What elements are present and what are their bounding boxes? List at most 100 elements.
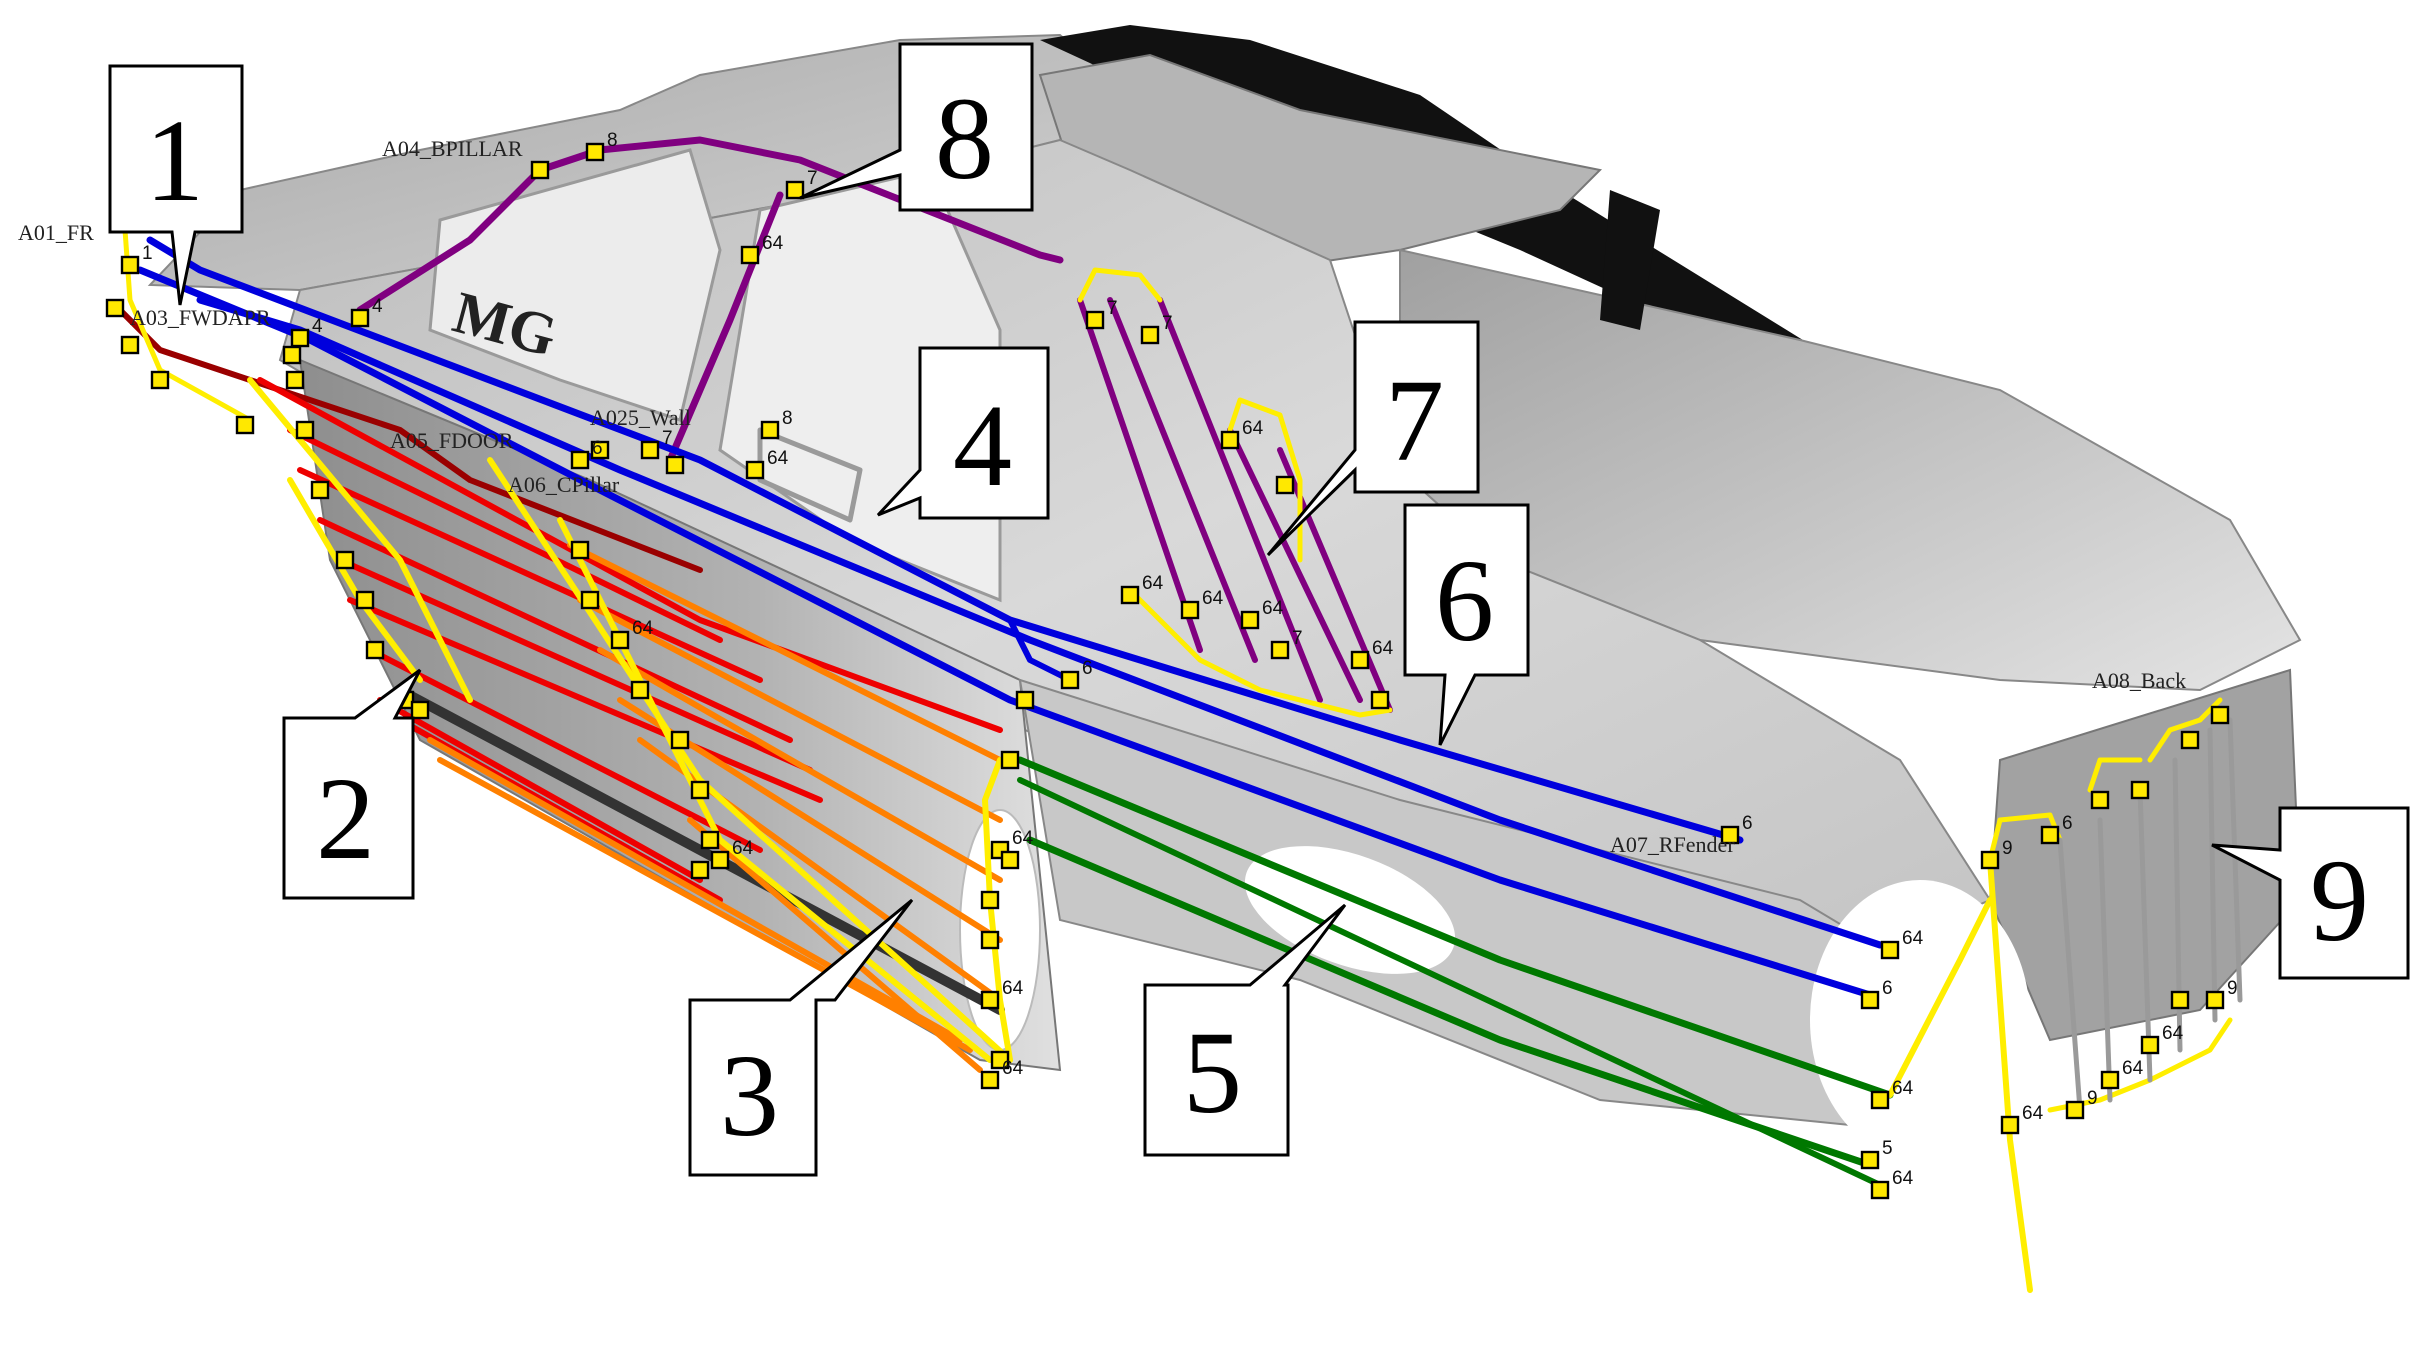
measure-node-label: 64 [1002,1058,1024,1079]
measure-node-label: 7 [1292,628,1303,649]
red-line-0 [257,377,1003,733]
measure-node-label: 64 [1372,638,1394,659]
yellow-cpillar-base [1127,587,1393,718]
yellow-rear-top-4 [2197,697,2223,723]
orange-line-7 [427,737,963,1043]
green-line-upper [1016,756,1894,1099]
measure-node-51 [980,930,1000,950]
measure-node-52 [980,990,1000,1010]
measure-node-label: 64 [1892,1168,1914,1189]
measure-node-20 [570,450,590,470]
measure-node-label: 64 [732,838,754,859]
measure-node-24 [745,460,765,480]
measure-node-70 [2140,1035,2160,1055]
red-line-6 [367,647,763,853]
measure-node-25 [760,420,780,440]
measure-node-60 [1870,1180,1890,1200]
measure-node-label: 64 [1242,418,1264,439]
tag-a03: A03_FWDAPR [130,305,271,330]
measure-node-label: 6 [592,438,603,459]
measure-node-71 [2170,990,2190,1010]
measurement-lines [117,136,2243,1293]
measure-node-30 [670,730,690,750]
measure-node-50 [980,890,1000,910]
measure-node-label: 9 [2087,1088,2098,1109]
measure-node-59 [1860,1150,1880,1170]
measure-node-label: 7 [662,428,673,449]
callout-label-2: 2 [316,753,375,884]
callout-label-9: 9 [2310,835,2369,966]
measure-node-15 [335,550,355,570]
callout-8: 8 [799,42,1034,212]
measure-node-11 [282,345,302,365]
measure-node-21 [590,440,610,460]
yellow-cpillar-top [1077,267,1163,303]
measure-node-43 [1350,650,1370,670]
tag-a08: A08_Back [2092,668,2186,693]
measure-node-label: 64 [1142,573,1164,594]
callout-label-1: 1 [145,95,204,226]
measure-node-6 [585,142,605,162]
segment-tags: A01_FR A03_FWDAPR A04_BPILLAR A025_Wall … [18,136,2186,857]
callout-6: 6 [1403,503,1530,746]
measure-node-label: 7 [807,168,818,189]
callout-2: 2 [282,668,422,900]
blue-line-middle [196,296,1884,949]
yellow-diag-1 [487,457,1013,1063]
red-line-5 [347,597,823,803]
measure-node-35 [1085,310,1105,330]
orange-line-0 [567,542,1003,763]
measure-node-3 [150,370,170,390]
measure-node-68 [2065,1100,2085,1120]
green-line-bottom [1017,777,1883,1188]
callout-label-6: 6 [1435,535,1494,666]
measurement-nodes [105,142,2230,1200]
measure-node-42 [1270,640,1290,660]
measure-node-label: 4 [312,316,323,337]
measure-node-label: 1 [142,243,153,264]
c-pillar-dark [1600,190,1660,330]
callouts: 1 8 4 7 6 2 3 [108,42,2410,1177]
measure-node-57 [1860,990,1880,1010]
measure-node-28 [610,630,630,650]
measure-node-label: 64 [1892,1078,1914,1099]
measure-node-37 [1220,430,1240,450]
callout-5: 5 [1143,903,1347,1157]
yellow-front-edge [247,377,473,703]
measure-node-label: 6 [1082,658,1093,679]
measure-node-53 [990,1050,1010,1070]
measure-node-67 [2000,1115,2020,1135]
measure-node-2 [120,335,140,355]
measure-node-label: 64 [1202,588,1224,609]
grey-rear-vertical-0 [2057,837,2083,1113]
measure-node-label: 4 [372,296,383,317]
measure-node-label: 8 [607,130,618,151]
measure-node-label: 64 [1262,598,1284,619]
measure-node-66 [2210,705,2230,725]
blue-line-lower [136,266,1874,999]
callout-1: 1 [108,64,244,306]
measure-node-label: 6 [2062,813,2073,834]
orange-line-1 [577,597,1003,823]
measure-node-40 [1180,600,1200,620]
measure-node-46 [1015,690,1035,710]
measure-node-39 [1120,585,1140,605]
measure-node-8 [740,245,760,265]
measure-node-label: 8 [782,408,793,429]
measure-node-56 [1880,940,1900,960]
blue-line-upper [146,236,1744,844]
yellow-rear-drop [1987,857,2033,1293]
measure-node-label: 5 [1882,1138,1893,1159]
measure-node-12 [285,370,305,390]
measure-node-label: 64 [2122,1058,2144,1079]
yellow-rear-link [1887,897,1993,1098]
measure-node-label: 64 [762,233,784,254]
measure-node-69 [2100,1070,2120,1090]
tag-a04: A04_BPILLAR [382,136,523,161]
measure-node-55 [1720,825,1740,845]
measure-node-62 [2040,825,2060,845]
measure-node-72 [2205,990,2225,1010]
measure-node-label: 64 [2162,1023,2184,1044]
measure-node-34 [690,860,710,880]
grey-rear-vertical-5 [2227,717,2243,1003]
